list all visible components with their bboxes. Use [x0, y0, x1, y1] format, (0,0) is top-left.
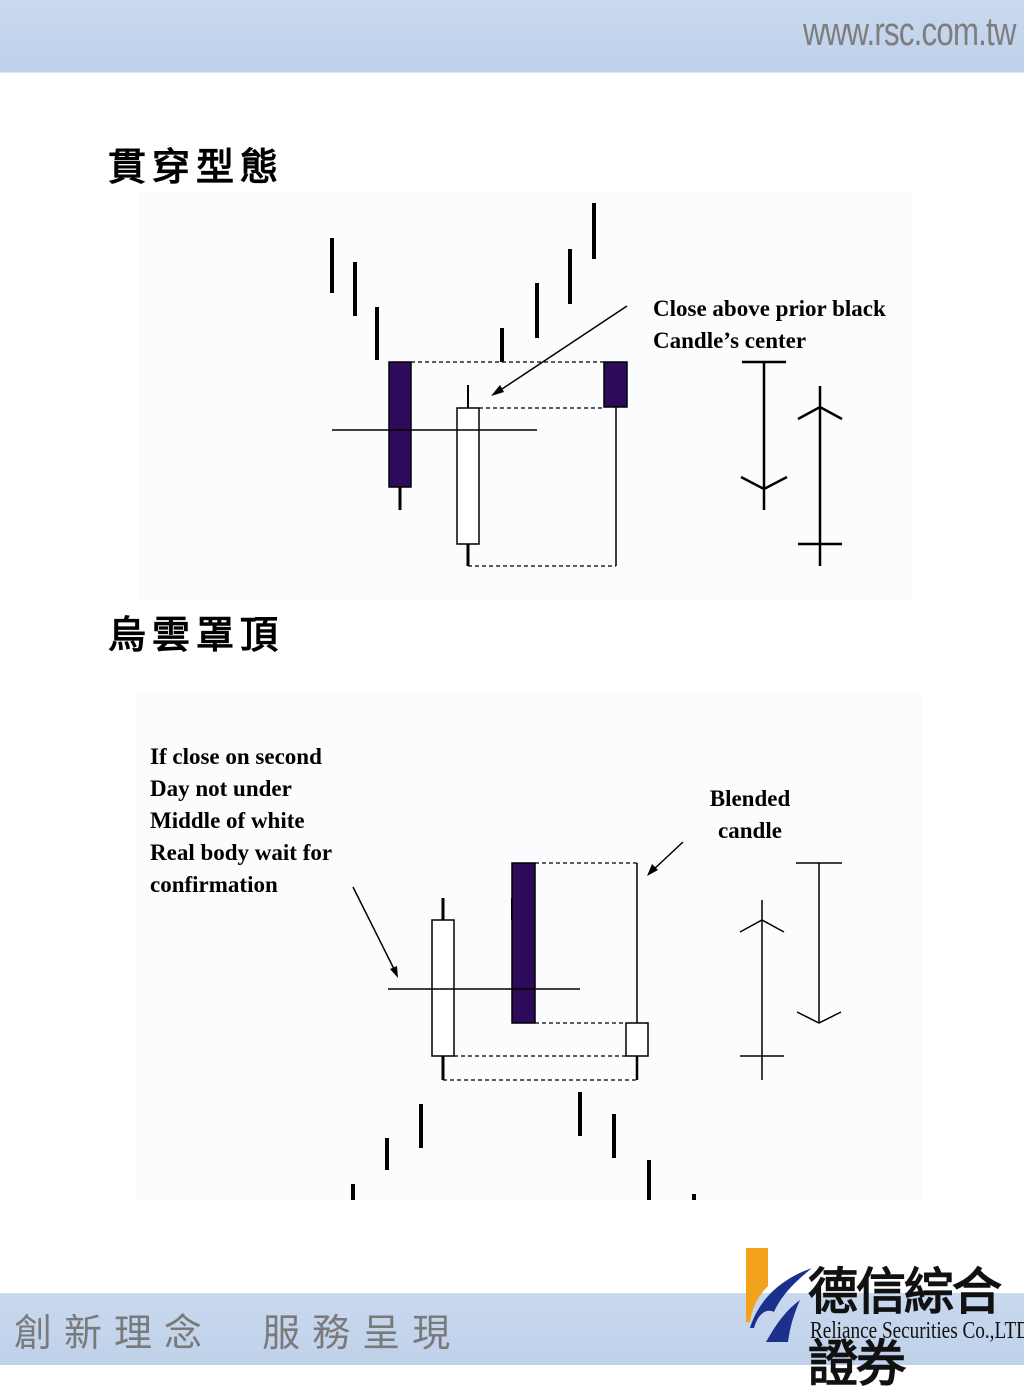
- section1-title: 貫穿型態: [108, 144, 285, 189]
- confirmation-note-line-3: Middle of white: [150, 808, 305, 833]
- confirmation-arrowhead: [390, 966, 398, 978]
- blended-arrow: [651, 841, 684, 872]
- company-slogan: 創新理念 服務呈現: [14, 1311, 463, 1355]
- dark-cloud-diagram: If close on second Day not under Middle …: [150, 744, 842, 1250]
- confirmation-note-line-4: Real body wait for: [150, 840, 332, 865]
- blended-candle-body: [603, 361, 628, 408]
- blended-candle-body: [625, 1022, 649, 1057]
- down-symbol-arrowhead: [740, 475, 788, 491]
- annotation-arrow: [495, 305, 628, 394]
- piercing-pattern-diagram: Close above prior black Candle’s center: [330, 203, 886, 567]
- bottom-banner: [0, 1293, 1024, 1365]
- blended-label-line-2: candle: [718, 818, 782, 843]
- piercing-annotation-line-1: Close above prior black: [653, 296, 886, 321]
- site-url: www.rsc.com.tw: [803, 10, 1016, 54]
- white-candle-body: [431, 919, 455, 1057]
- dark-cloud-panel: If close on second Day not under Middle …: [136, 692, 922, 1250]
- confirmation-arrow: [352, 886, 396, 972]
- confirmation-note-line-5: confirmation: [150, 872, 278, 897]
- top-banner: www.rsc.com.tw: [0, 0, 1024, 73]
- piercing-annotation-line-2: Candle’s center: [653, 328, 806, 353]
- company-name-en: Reliance Securities Co.,LTD.: [810, 1318, 1024, 1344]
- blended-label-line-1: Blended: [710, 786, 791, 811]
- company-logo-icon: [746, 1248, 812, 1342]
- confirmation-note-line-1: If close on second: [150, 744, 322, 769]
- up-symbol-arrowhead: [739, 919, 785, 933]
- white-candle-body: [456, 407, 480, 545]
- confirmation-note-line-2: Day not under: [150, 776, 292, 801]
- blended-arrowhead: [647, 864, 658, 876]
- down-symbol-arrowhead: [796, 1011, 842, 1024]
- dark-candle-body: [388, 361, 412, 488]
- annotation-arrowhead: [491, 385, 504, 396]
- dark-candle-body: [511, 862, 536, 1024]
- piercing-pattern-panel: Close above prior black Candle’s center: [138, 192, 912, 600]
- up-symbol-arrowhead: [797, 405, 843, 421]
- section2-title: 烏雲罩頂: [108, 612, 285, 657]
